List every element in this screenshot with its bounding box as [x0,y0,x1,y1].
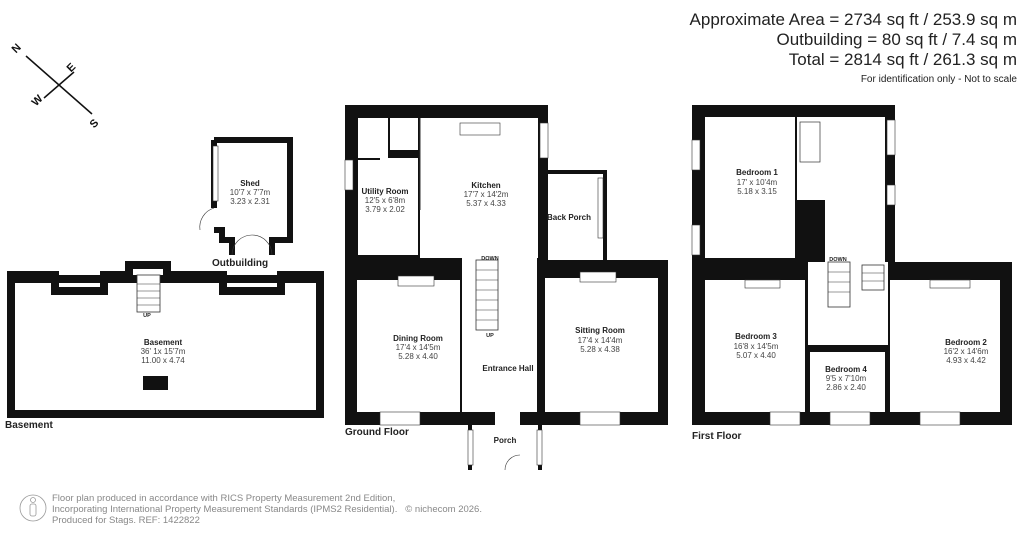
room-metric: 5.28 x 4.38 [580,345,620,354]
compass-e: E [65,61,79,75]
floor-label-first: First Floor [692,431,742,442]
room-imperial: 17'4 x 14'4m [578,336,623,345]
room-name: Bedroom 3 [735,332,777,341]
ground-floor-plan [344,105,668,471]
room-name: Bedroom 2 [945,338,987,347]
copyright: © nichecom 2026. [405,504,482,515]
room-name: Bedroom 4 [825,365,867,374]
compass-icon [25,55,93,115]
room-name: Sitting Room [575,326,625,335]
room-metric: 5.37 x 4.33 [466,199,506,208]
footer: Floor plan produced in accordance with R… [52,493,482,526]
room-metric: 5.18 x 3.15 [737,187,777,196]
room-metric: 5.28 x 4.40 [398,352,438,361]
first-floor-plan [691,105,1012,426]
room-name: Kitchen [471,181,500,190]
room-imperial: 17'7 x 14'2m [464,190,509,199]
room-name: Bedroom 1 [736,168,778,177]
footer-line1: Floor plan produced in accordance with R… [52,493,396,504]
footer-line2-wrap: Incorporating International Property Mea… [52,504,482,515]
room-name: Dining Room [393,334,443,343]
compass-s: S [88,117,102,131]
compass-w: W [30,93,46,109]
room-name: Basement [144,338,183,347]
room-imperial: 17' x 10'4m [737,178,778,187]
room-metric: 3.79 x 2.02 [365,205,405,214]
shed-plan [199,137,293,256]
room-name: Shed [240,179,260,188]
room-metric: 4.93 x 4.42 [946,356,986,365]
room-name: Utility Room [361,187,408,196]
footer-line3: Produced for Stags. REF: 1422822 [52,515,200,526]
footer-line2: Incorporating International Property Mea… [52,504,398,515]
room-imperial: 16'8 x 14'5m [734,342,779,351]
person-icon [19,494,47,522]
compass-n: N [10,42,24,56]
room-metric: 5.07 x 4.40 [736,351,776,360]
basement-plan [7,261,324,418]
room-imperial: 10'7 x 7'7m [230,188,271,197]
ground-stairs-up: UP [486,333,494,339]
room-name: Porch [494,436,517,445]
floor-label-outbuilding: Outbuilding [212,258,268,269]
room-imperial: 17'4 x 14'5m [396,343,441,352]
floor-label-basement: Basement [5,420,53,431]
first-stairs-down: DOWN [829,257,846,263]
floor-label-ground: Ground Floor [345,427,409,438]
room-imperial: 12'5 x 6'8m [365,196,406,205]
approximate-area: Approximate Area = 2734 sq ft / 253.9 sq… [689,10,1017,29]
room-imperial: 36' 1x 15'7m [141,347,186,356]
disclaimer: For identification only - Not to scale [860,74,1017,85]
room-imperial: 9'5 x 7'10m [826,374,867,383]
ground-stairs-down: DOWN [481,256,498,262]
total-area: Total = 2814 sq ft / 261.3 sq m [788,50,1017,69]
room-metric: 11.00 x 4.74 [141,356,185,365]
room-metric: 3.23 x 2.31 [230,197,270,206]
room-name: Back Porch [547,213,591,222]
room-metric: 2.86 x 2.40 [826,383,866,392]
room-imperial: 16'2 x 14'6m [944,347,989,356]
outbuilding-area: Outbuilding = 80 sq ft / 7.4 sq m [776,30,1018,49]
room-name: Entrance Hall [482,364,533,373]
basement-stairs-up: UP [143,313,151,319]
